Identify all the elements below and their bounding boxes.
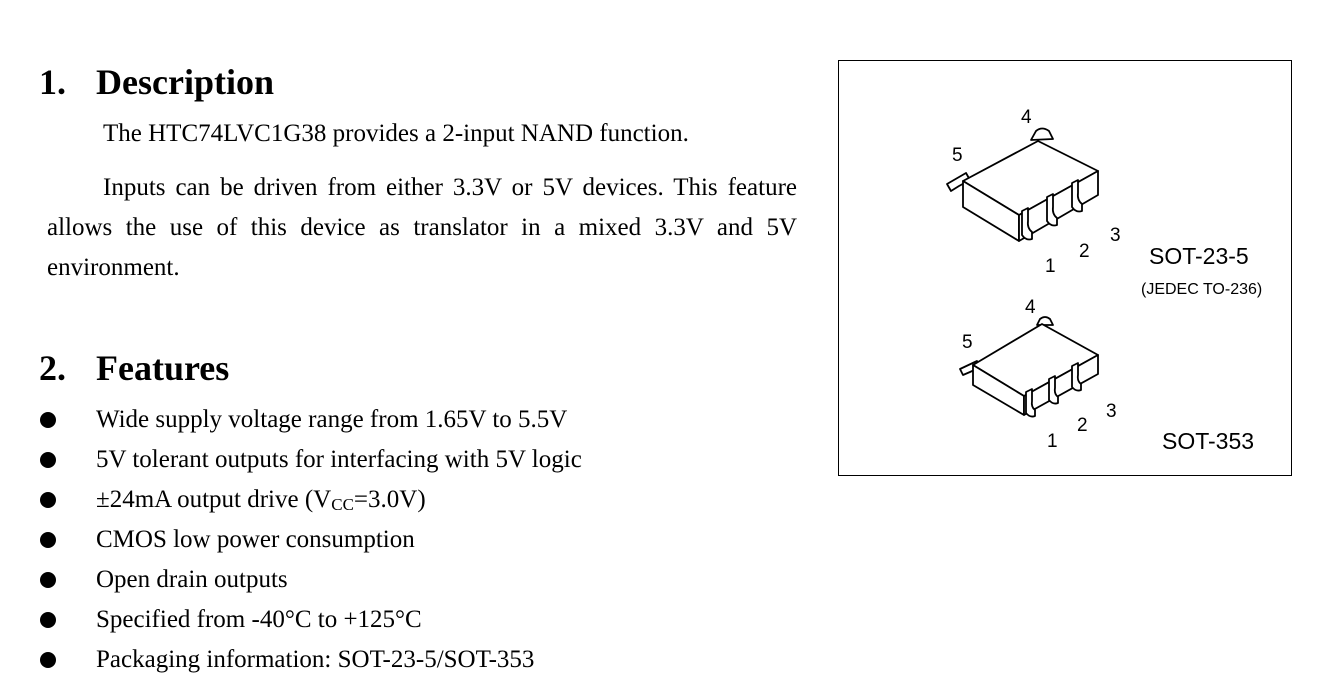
section-title: Features (96, 348, 230, 388)
package-name-sot-353: SOT-353 (1162, 428, 1254, 454)
feature-text: 5V tolerant outputs for interfacing with… (96, 446, 582, 473)
sot-23-5-package-drawing (946, 127, 1099, 242)
bullet-icon (40, 412, 56, 428)
bullet-icon (40, 572, 56, 588)
section-number: 1. (39, 62, 66, 102)
pin-label-4: 4 (1021, 107, 1032, 128)
pin-4-lead (1036, 316, 1054, 326)
package-drawings: 4 5 1 2 3 SOT-23-5 (JEDEC TO-236) 4 5 1 … (946, 107, 1262, 454)
pin-2-lead (1046, 193, 1058, 227)
package-figure: 4 5 1 2 3 SOT-23-5 (JEDEC TO-236) 4 5 1 … (838, 60, 1292, 476)
feature-text: CMOS low power consumption (96, 526, 415, 553)
section-heading-description: 1. Description (39, 62, 274, 102)
pin-1-lead (1021, 207, 1033, 241)
description-paragraph-1: The HTC74LVC1G38 provides a 2-input NAND… (47, 118, 797, 150)
bullet-icon (40, 652, 56, 668)
feature-text: Open drain outputs (96, 566, 288, 593)
pin-2-lead (1048, 375, 1059, 405)
bullet-icon (40, 532, 56, 548)
feature-text: Specified from -40°C to +125°C (96, 606, 422, 633)
feature-text-part: =3.0V) (353, 486, 426, 513)
feature-text: ±24mA output drive (VCC=3.0V) (96, 480, 426, 520)
pin-label-5: 5 (952, 145, 963, 166)
pin-1-lead (1025, 388, 1036, 418)
feature-text: Packaging information: SOT-23-5/SOT-353 (96, 646, 535, 673)
pin-3-lead (1071, 362, 1082, 392)
pin-label-2: 2 (1079, 241, 1090, 262)
package-name-sot-23-5: SOT-23-5 (1149, 243, 1249, 269)
pin-4-lead (1030, 127, 1054, 141)
pin-label-4: 4 (1025, 297, 1036, 318)
bullet-icon (40, 492, 56, 508)
feature-text: Wide supply voltage range from 1.65V to … (96, 406, 568, 433)
feature-text-part: ±24mA output drive (V (96, 486, 332, 513)
section-heading-features: 2. Features (39, 348, 229, 388)
pin-label-1: 1 (1047, 431, 1058, 452)
package-note-jedec: (JEDEC TO-236) (1141, 281, 1262, 298)
pin-label-1: 1 (1045, 256, 1056, 277)
pin-3-lead (1071, 179, 1083, 213)
pin-label-2: 2 (1077, 415, 1088, 436)
pin-label-3: 3 (1110, 225, 1121, 246)
section-number: 2. (39, 348, 66, 388)
pin-label-5: 5 (962, 332, 973, 353)
bullet-icon (40, 612, 56, 628)
subscript-cc: CC (331, 495, 354, 514)
sot-353-package-drawing (959, 316, 1099, 418)
section-title: Description (96, 62, 274, 102)
bullet-icon (40, 452, 56, 468)
pin-label-3: 3 (1106, 401, 1117, 422)
description-paragraph-2: Inputs can be driven from either 3.3V or… (47, 174, 797, 281)
paragraph-text: The HTC74LVC1G38 provides a 2-input NAND… (103, 120, 689, 147)
